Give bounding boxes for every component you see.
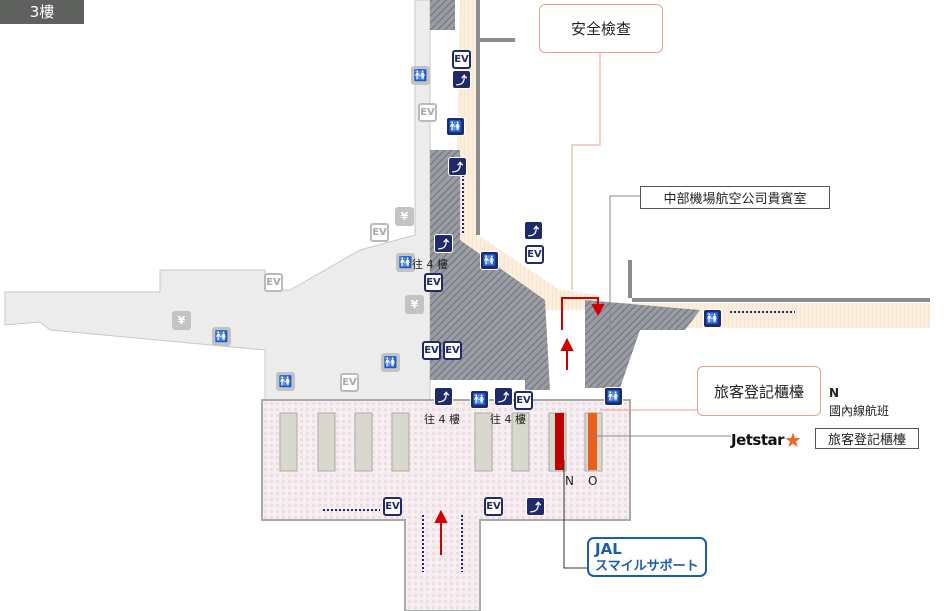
corridor-north	[455, 0, 600, 310]
counter-o-label: O	[588, 474, 598, 488]
counter	[354, 412, 373, 472]
smile-support-text: スマイルサポート	[595, 559, 699, 574]
jetstar-checkin-label: 旅客登記櫃檯	[815, 428, 919, 449]
jal-text: JAL	[595, 540, 622, 558]
to-4f-label: 往 4 樓	[490, 413, 526, 426]
escalator-icon: ⤴	[434, 387, 453, 406]
elevator-icon: EV	[514, 391, 533, 410]
restroom-icon: 🚻	[446, 117, 465, 136]
counter	[279, 412, 298, 472]
elevator-icon: EV	[370, 223, 389, 242]
atm-yen-icon: ¥	[172, 311, 191, 330]
floor-label: 3樓	[0, 0, 84, 24]
elevator-icon: EV	[418, 103, 437, 122]
elevator-icon: EV	[264, 273, 283, 292]
atm-yen-icon: ¥	[405, 295, 424, 314]
restroom-icon: 🚻	[703, 309, 722, 328]
escalator-icon: ⤴	[452, 70, 471, 89]
jetstar-logo: Jetstar★	[731, 428, 802, 452]
counter	[391, 412, 410, 472]
domestic-letter: N	[829, 386, 840, 400]
restroom-icon: 🚻	[480, 251, 499, 270]
to-4f-label: 往 4 樓	[424, 413, 460, 426]
restricted-area-east	[585, 300, 700, 388]
counter	[511, 412, 530, 472]
elevator-icon: EV	[525, 245, 544, 264]
elevator-icon: EV	[484, 497, 503, 516]
elevator-icon: EV	[452, 50, 471, 69]
restricted-area-north	[430, 0, 455, 30]
checkin-counter-callout: 旅客登記櫃檯	[697, 366, 821, 416]
restroom-icon: 🚻	[470, 390, 489, 409]
restroom-icon: 🚻	[411, 66, 430, 85]
elevator-icon: EV	[340, 373, 359, 392]
atm-yen-icon: ¥	[395, 207, 414, 226]
vip-lounge-label: 中部機場航空公司貴賓室	[640, 186, 830, 209]
restroom-icon: 🚻	[276, 372, 295, 391]
escalator-icon: ⤴	[494, 387, 513, 406]
restroom-icon: 🚻	[604, 387, 623, 406]
checkin-hall	[261, 399, 631, 611]
restroom-icon: 🚻	[381, 353, 400, 372]
jal-smile-support-logo: JAL スマイルサポート	[587, 537, 707, 577]
escalator-icon: ⤴	[434, 234, 453, 253]
escalator-icon: ⤴	[524, 221, 543, 240]
star-icon: ★	[784, 428, 802, 452]
restroom-icon: 🚻	[212, 327, 231, 346]
restricted-area-center	[430, 150, 550, 390]
escalator-icon: ⤴	[448, 157, 467, 176]
security-check-callout: 安全檢查	[539, 4, 663, 53]
jetstar-text: Jetstar	[731, 431, 785, 449]
restroom-icon: 🚻	[396, 253, 415, 272]
escalator-icon: ⤴	[526, 497, 545, 516]
counter-n-jal	[555, 413, 564, 470]
domestic-flights-label: 國內線航班	[829, 404, 890, 418]
elevator-icon: EV	[383, 497, 402, 516]
left-wing	[4, 0, 431, 401]
elevator-icon: EV	[422, 341, 441, 360]
counter	[317, 412, 336, 472]
to-4f-label: 往 4 樓	[412, 258, 448, 271]
counter	[474, 412, 493, 472]
counter-n-label: N	[565, 474, 574, 488]
elevator-icon: EV	[443, 341, 462, 360]
elevator-icon: EV	[424, 273, 443, 292]
counter-o-jetstar	[588, 413, 597, 470]
